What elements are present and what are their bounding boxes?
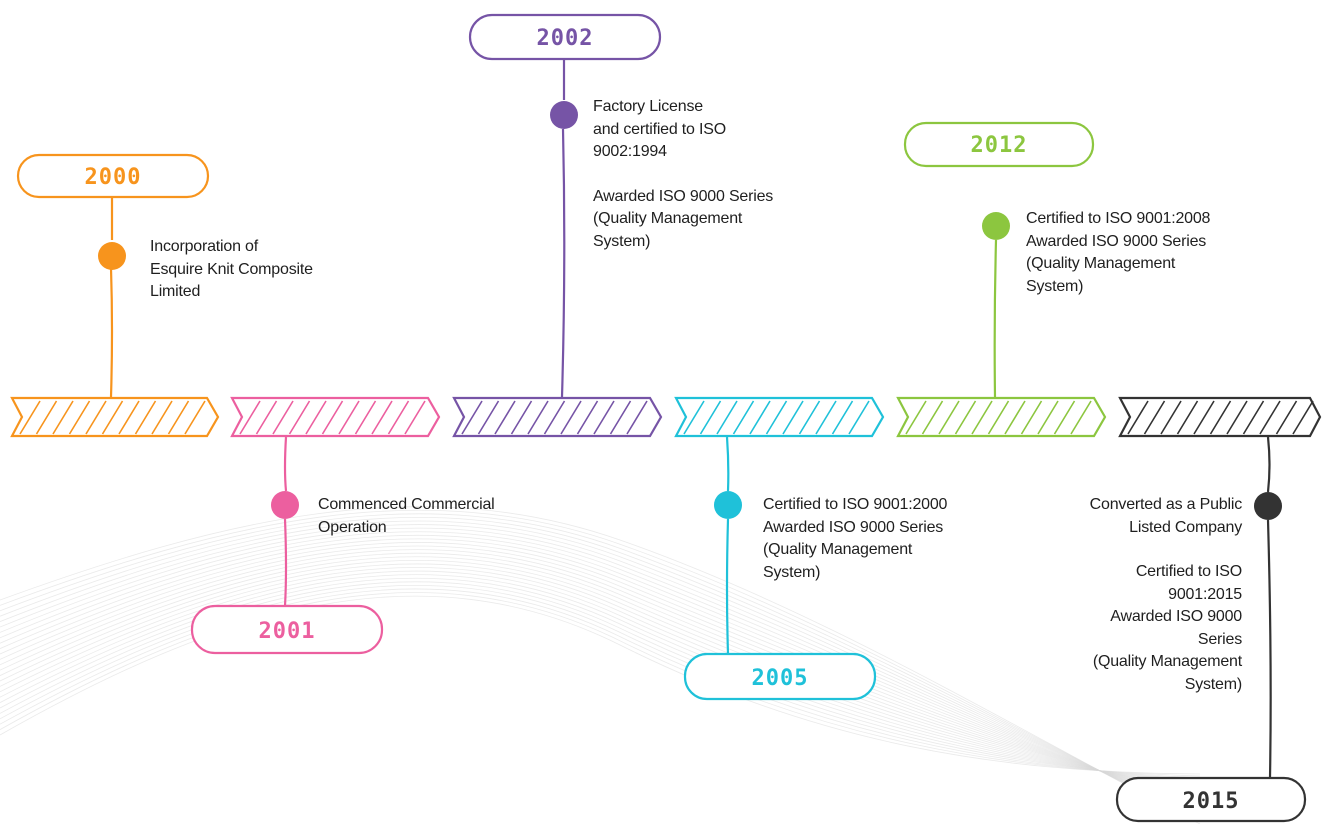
- milestone-description-2001: Commenced Commercial Operation: [318, 494, 528, 539]
- description-paragraph: Converted as a Public Listed Company: [1089, 496, 1243, 536]
- milestone-description-2012: Certified to ISO 9001:2008 Awarded ISO 9…: [1026, 208, 1256, 298]
- milestone-dot-2001: [271, 491, 299, 519]
- description-paragraph: Certified to ISO 9001:2008 Awarded ISO 9…: [1026, 210, 1211, 295]
- background-wave-line: [0, 559, 1201, 795]
- milestone-2015: 2015: [1115, 436, 1307, 823]
- description-paragraph: Awarded ISO 9000 Series (Quality Managem…: [593, 187, 774, 250]
- milestone-description-2000: Incorporation of Esquire Knit Composite …: [150, 236, 370, 304]
- arrow-segment-2012: [896, 396, 1107, 438]
- year-badge-2005: [683, 652, 877, 701]
- milestone-dot-2000: [98, 242, 126, 270]
- milestone-description-2015: Converted as a Public Listed Company Cer…: [1010, 494, 1243, 696]
- background-wave-line: [0, 517, 1201, 819]
- arrow-segment-2015: [1118, 396, 1322, 438]
- background-wave-line: [0, 545, 1201, 803]
- description-paragraph: Certified to ISO 9001:2015 Awarded ISO 9…: [1092, 563, 1242, 693]
- description-paragraph: Factory License and certified to ISO 900…: [593, 98, 726, 160]
- background-wave-line: [0, 563, 1201, 793]
- milestone-2012: 2012: [903, 121, 1095, 398]
- background-wave-line: [0, 542, 1201, 805]
- milestone-dot-2005: [714, 491, 742, 519]
- arrow-segment-2002: [452, 396, 663, 438]
- background-wave-line: [0, 570, 1201, 789]
- year-label-2005: 2005: [752, 666, 809, 691]
- description-paragraph: Commenced Commercial Operation: [318, 496, 495, 536]
- background-wave-line: [0, 509, 1201, 823]
- year-label-2002: 2002: [537, 26, 594, 51]
- year-label-2000: 2000: [85, 165, 142, 190]
- milestone-description-2005: Certified to ISO 9001:2000 Awarded ISO 9…: [763, 494, 993, 584]
- milestone-dot-2012: [982, 212, 1010, 240]
- background-wave-line: [0, 538, 1201, 807]
- year-badge-2000: [16, 153, 210, 199]
- background-wave-line: [0, 506, 1201, 825]
- description-paragraph: Certified to ISO 9001:2000 Awarded ISO 9…: [763, 496, 948, 581]
- arrow-segment-2001: [230, 396, 441, 438]
- milestone-dot-2015: [1254, 492, 1282, 520]
- background-wave-line: [0, 556, 1201, 797]
- background-wave-line: [0, 531, 1201, 811]
- background-wave-line: [0, 513, 1201, 821]
- milestone-dot-2002: [550, 101, 578, 129]
- description-paragraph: Incorporation of Esquire Knit Composite …: [150, 238, 313, 300]
- milestone-description-2002: Factory License and certified to ISO 900…: [593, 96, 823, 253]
- background-wave-line: [0, 549, 1201, 801]
- arrow-segment-2000: [10, 396, 220, 438]
- background-wave-line: [0, 567, 1201, 791]
- year-badge-2015: [1115, 776, 1307, 823]
- arrow-segment-2005: [674, 396, 885, 438]
- milestone-2000: 2000: [16, 153, 210, 398]
- year-label-2015: 2015: [1183, 789, 1240, 814]
- year-badge-2002: [468, 13, 662, 61]
- background-wave-line: [0, 524, 1201, 815]
- year-label-2012: 2012: [971, 133, 1028, 158]
- background-wave-line: [0, 534, 1201, 809]
- year-label-2001: 2001: [259, 619, 316, 644]
- milestone-2005: 2005: [683, 436, 877, 701]
- year-badge-2001: [190, 604, 384, 655]
- year-badge-2012: [903, 121, 1095, 168]
- background-wave-line: [0, 552, 1201, 799]
- background-wave-line: [0, 520, 1201, 817]
- background-wave-line: [0, 527, 1201, 813]
- background-wave-lines: [0, 506, 1201, 825]
- milestone-2001: 2001: [190, 436, 384, 655]
- milestone-2002: 2002: [468, 13, 662, 398]
